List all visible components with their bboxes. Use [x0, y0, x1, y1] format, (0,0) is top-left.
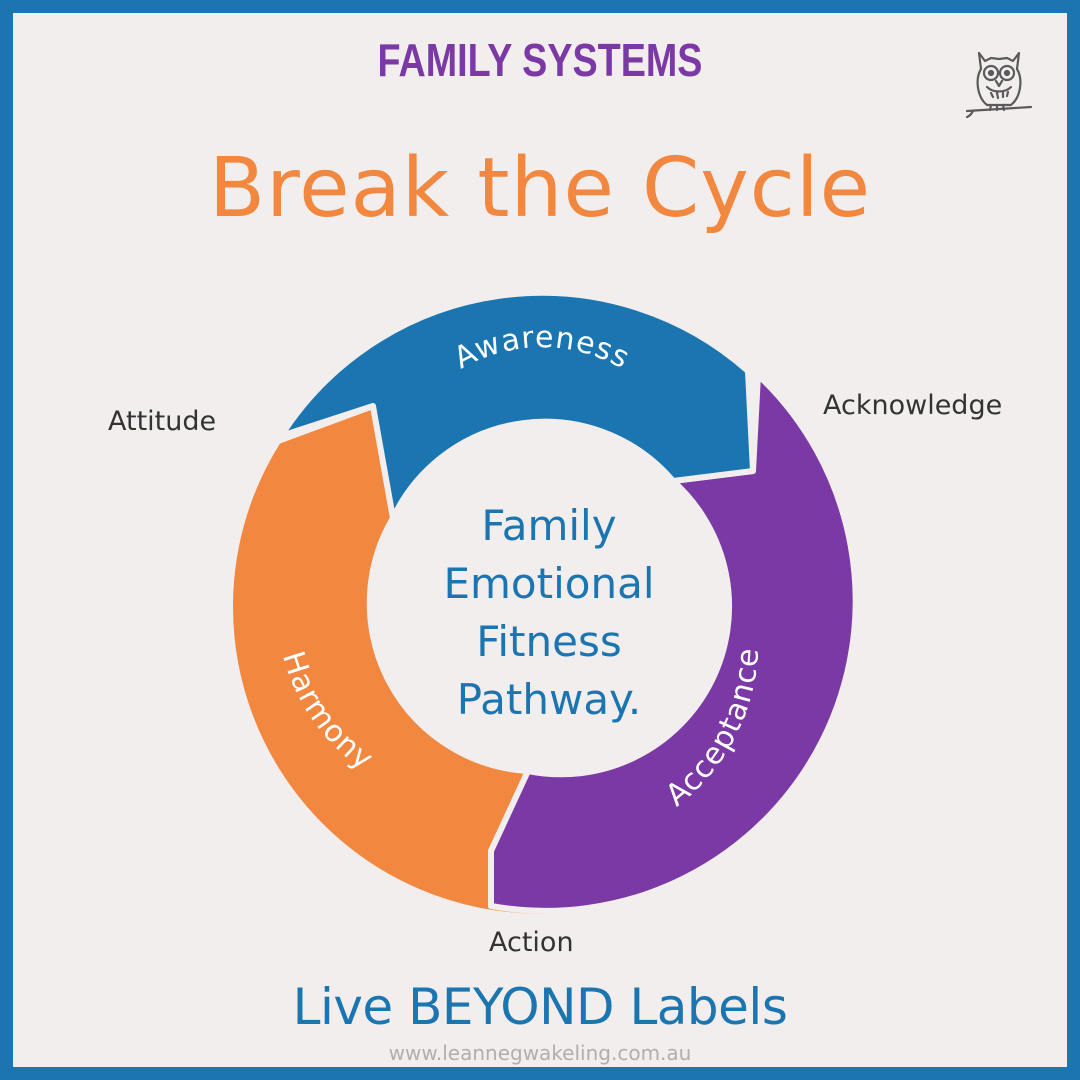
tagline: Live BEYOND Labels [292, 978, 788, 1036]
owl-icon [965, 51, 1033, 119]
headline: Break the Cycle [208, 141, 872, 236]
label-attitude: Attitude [108, 406, 217, 437]
segment-acceptance [488, 372, 859, 914]
center-line-2: Emotional [443, 559, 655, 608]
eyebrow-title: FAMILY SYSTEMS [377, 34, 703, 86]
label-acknowledge: Acknowledge [823, 390, 1003, 421]
center-text: Family Emotional Fitness Pathway. [369, 497, 729, 729]
label-action: Action [489, 927, 574, 958]
poster-frame: FAMILY SYSTEMS Break the Cycle Attitude … [13, 13, 1067, 1067]
center-line-3: Fitness [476, 617, 622, 666]
center-line-4: Pathway. [456, 675, 642, 724]
cycle-diagram: Awareness Acceptance Harmony [226, 289, 859, 920]
segment-harmony [226, 403, 564, 920]
segment-awareness [278, 289, 756, 521]
center-line-1: Family [481, 501, 617, 550]
website-url: www.leannegwakeling.com.au [388, 1041, 692, 1065]
